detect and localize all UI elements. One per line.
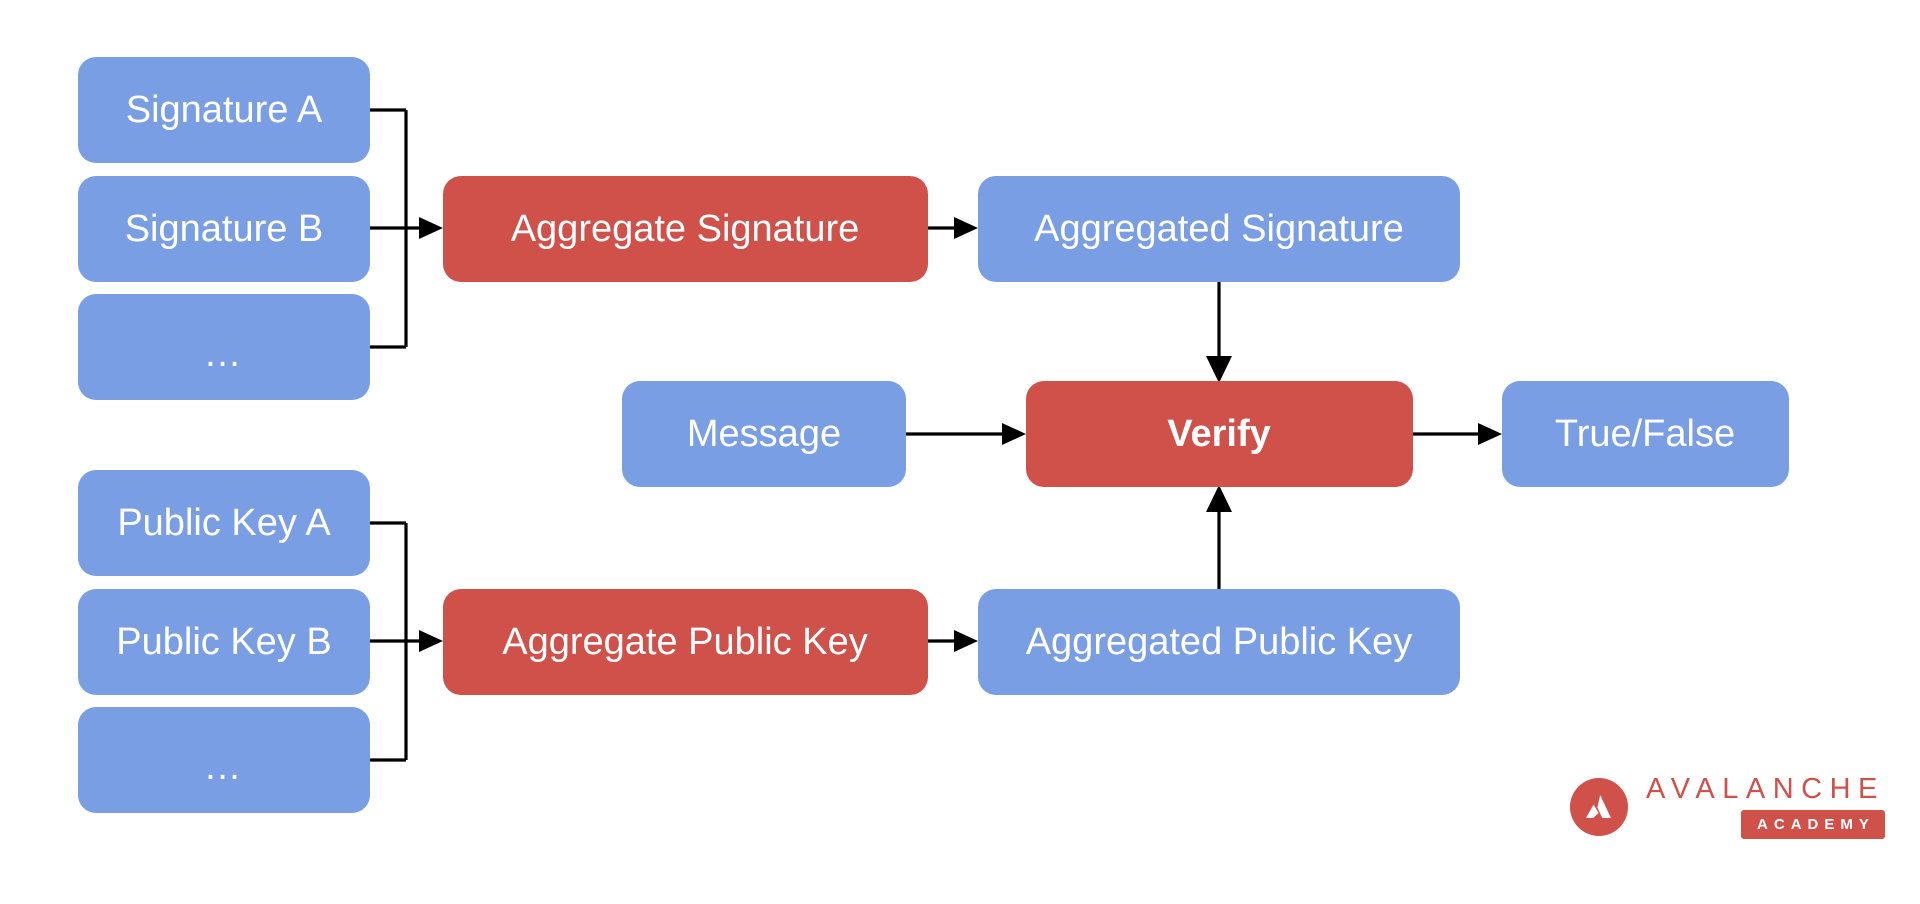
node-aggregate-public-key[interactable]: Aggregate Public Key: [443, 589, 928, 695]
node-label: Signature B: [125, 208, 324, 250]
node-label: Message: [687, 413, 841, 455]
node-label: Aggregate Signature: [511, 208, 860, 250]
connector-layer: [370, 108, 1502, 762]
node-label: Verify: [1167, 413, 1271, 455]
node-message[interactable]: Message: [622, 381, 906, 487]
arrowhead-verify-left: [1002, 423, 1026, 445]
arrowhead-verify-top: [1206, 356, 1232, 383]
node-signature-a[interactable]: Signature A: [78, 57, 370, 163]
node-label: …: [204, 746, 245, 788]
node-label: Public Key A: [117, 502, 331, 544]
avalanche-triangle-icon: [1570, 778, 1628, 836]
node-public-key-a[interactable]: Public Key A: [78, 470, 370, 576]
avalanche-academy-logo: AVALANCHE ACADEMY: [1570, 775, 1885, 839]
node-verify[interactable]: Verify: [1026, 381, 1413, 487]
node-aggregated-signature[interactable]: Aggregated Signature: [978, 176, 1460, 282]
arrowhead-aggregated-signature: [954, 217, 978, 239]
arrowhead-aggregated-public-key: [954, 630, 978, 652]
node-label: Aggregated Signature: [1034, 208, 1404, 250]
node-signature-b[interactable]: Signature B: [78, 176, 370, 282]
arrowhead-aggregate-public-key: [419, 630, 443, 652]
node-label: Aggregate Public Key: [502, 621, 867, 663]
arrowhead-result: [1478, 423, 1502, 445]
node-label: Signature A: [126, 89, 323, 131]
node-public-key-b[interactable]: Public Key B: [78, 589, 370, 695]
node-label: Aggregated Public Key: [1026, 621, 1413, 663]
arrowhead-verify-bottom: [1206, 485, 1232, 512]
arrowhead-aggregate-signature: [419, 217, 443, 239]
logo-text-block: AVALANCHE ACADEMY: [1642, 775, 1885, 839]
node-label: Public Key B: [116, 621, 331, 663]
node-aggregated-public-key[interactable]: Aggregated Public Key: [978, 589, 1460, 695]
node-result[interactable]: True/False: [1502, 381, 1789, 487]
node-public-key-more[interactable]: …: [78, 707, 370, 813]
node-label: …: [204, 333, 245, 375]
logo-subtitle-badge: ACADEMY: [1741, 810, 1885, 839]
node-aggregate-signature[interactable]: Aggregate Signature: [443, 176, 928, 282]
node-signature-more[interactable]: …: [78, 294, 370, 400]
logo-wordmark: AVALANCHE: [1646, 773, 1885, 805]
node-label: True/False: [1555, 413, 1735, 455]
